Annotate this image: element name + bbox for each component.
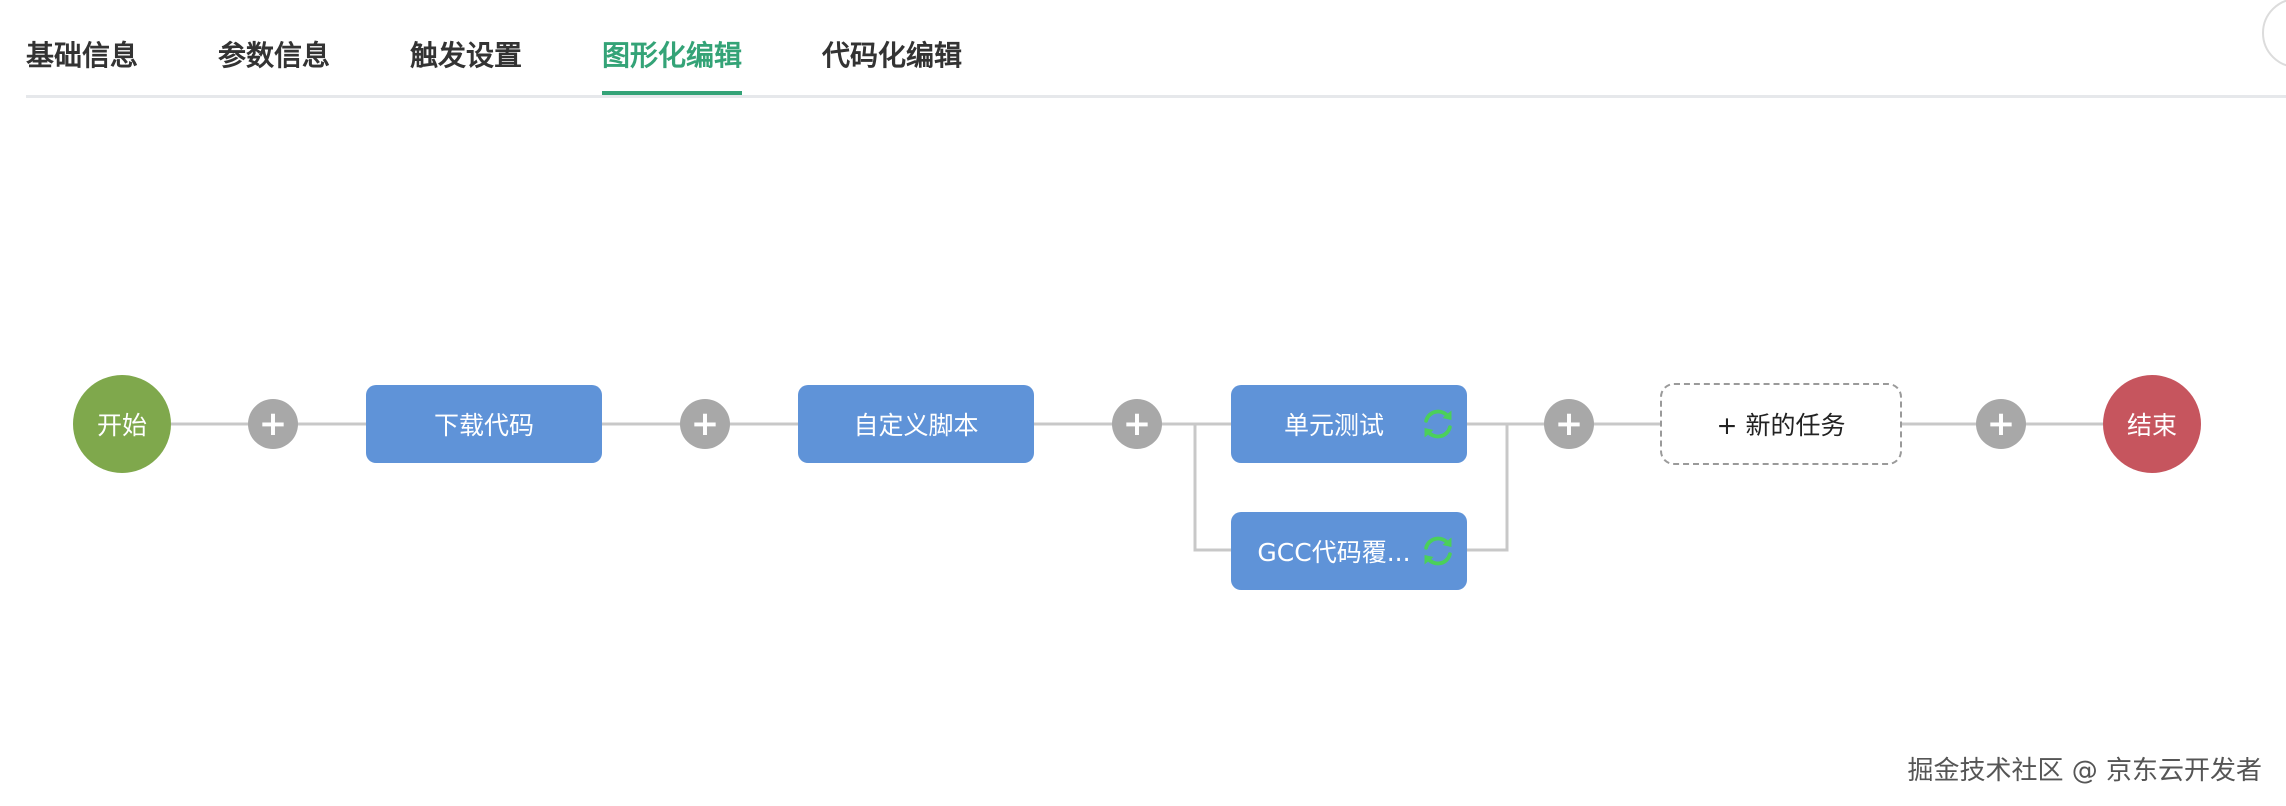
task-label: GCC代码覆... xyxy=(1257,538,1411,567)
add-task-button[interactable]: + xyxy=(1976,399,2026,449)
tab-graphical-edit[interactable]: 图形化编辑 xyxy=(602,34,743,95)
start-label: 开始 xyxy=(96,411,147,440)
add-task-button[interactable]: + xyxy=(1112,399,1162,449)
tab-param-info[interactable]: 参数信息 xyxy=(218,39,331,72)
tab-bar: 基础信息 参数信息 触发设置 图形化编辑 代码化编辑 xyxy=(26,0,2286,98)
task-label: 自定义脚本 xyxy=(853,411,979,440)
task-label: 下载代码 xyxy=(433,411,534,440)
sync-icon xyxy=(1424,409,1452,439)
start-node: 开始 xyxy=(73,375,171,473)
plus-icon: + xyxy=(1986,404,2016,444)
add-task-button[interactable]: + xyxy=(248,399,298,449)
add-task-button[interactable]: + xyxy=(680,399,730,449)
task-label: 单元测试 xyxy=(1283,411,1384,440)
new-task-label: + 新的任务 xyxy=(1716,411,1846,440)
end-label: 结束 xyxy=(2126,411,2177,440)
watermark: 掘金技术社区 @ 京东云开发者 xyxy=(1907,756,2262,786)
task-custom-script[interactable]: 自定义脚本 xyxy=(798,385,1034,463)
plus-icon: + xyxy=(258,404,288,444)
new-task-button[interactable]: + 新的任务 xyxy=(1660,383,1902,465)
tab-basic-info[interactable]: 基础信息 xyxy=(26,39,139,72)
task-download-code[interactable]: 下载代码 xyxy=(366,385,602,463)
add-task-button[interactable]: + xyxy=(1544,399,1594,449)
plus-icon: + xyxy=(1554,404,1584,444)
task-unit-test[interactable]: 单元测试 xyxy=(1231,385,1467,463)
tab-code-edit[interactable]: 代码化编辑 xyxy=(822,39,963,72)
plus-icon: + xyxy=(690,404,720,444)
plus-icon: + xyxy=(1122,404,1152,444)
tab-trigger-settings[interactable]: 触发设置 xyxy=(410,39,523,72)
task-gcc-coverage[interactable]: GCC代码覆... xyxy=(1231,512,1467,590)
end-node: 结束 xyxy=(2103,375,2201,473)
sync-icon xyxy=(1424,536,1452,566)
